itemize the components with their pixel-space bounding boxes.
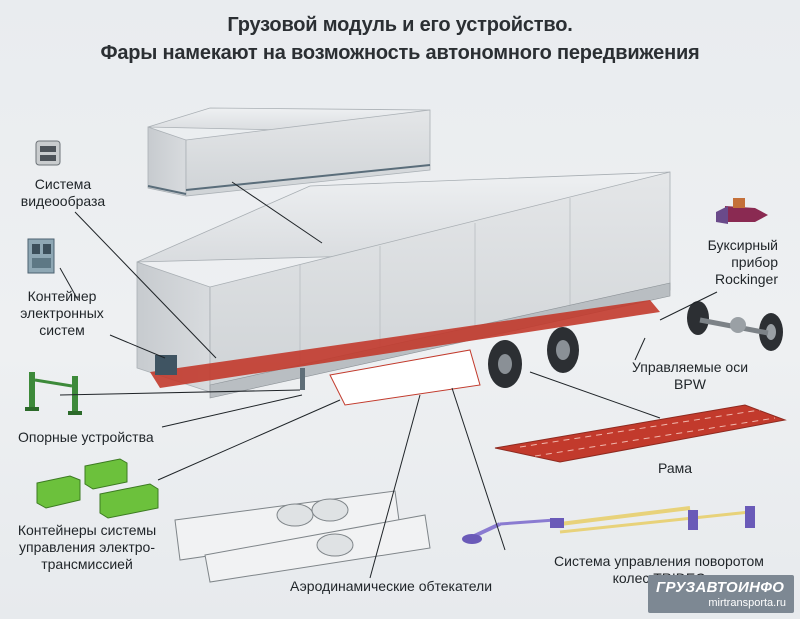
- cargo-box-top: [147, 107, 431, 197]
- tridec-system-icon: [462, 506, 755, 544]
- label-support-devices: Опорные устройства: [18, 429, 154, 445]
- label-video-system: Система видеообраза: [20, 176, 106, 209]
- leader-lines: [59, 181, 718, 579]
- watermark-badge: ГРУЗАВТОИНФО mirtransporta.ru: [648, 575, 794, 613]
- label-towing-device: Буксирный прибор Rockinger: [707, 237, 778, 287]
- page-title-line-1: Грузовой модуль и его устройство.: [227, 14, 573, 36]
- electronics-container-icon: [27, 238, 55, 274]
- support-legs-icon: [25, 372, 82, 415]
- label-transmission-containers: Контейнеры системы управления электро- т…: [17, 522, 157, 572]
- camera-icon: [35, 140, 61, 166]
- towing-device-icon: [716, 198, 768, 224]
- label-aero-fairings: Аэродинамические обтекатели: [290, 578, 493, 594]
- label-steered-axles: Управляемые оси BPW: [631, 359, 749, 392]
- watermark-brand: ГРУЗАВТОИНФО: [656, 579, 785, 596]
- watermark-site: mirtransporta.ru: [708, 597, 786, 609]
- frame-icon: [494, 404, 787, 463]
- trailer-body: [136, 171, 671, 406]
- transmission-containers-icon: [36, 458, 159, 519]
- page-title-line-2: Фары намекают на возможность автономного…: [100, 42, 700, 64]
- aero-fairings-icon: [174, 490, 431, 583]
- label-electronics-container: Контейнер электронных систем: [20, 288, 104, 338]
- label-frame: Рама: [658, 460, 693, 476]
- steered-axles-icon: [687, 301, 783, 351]
